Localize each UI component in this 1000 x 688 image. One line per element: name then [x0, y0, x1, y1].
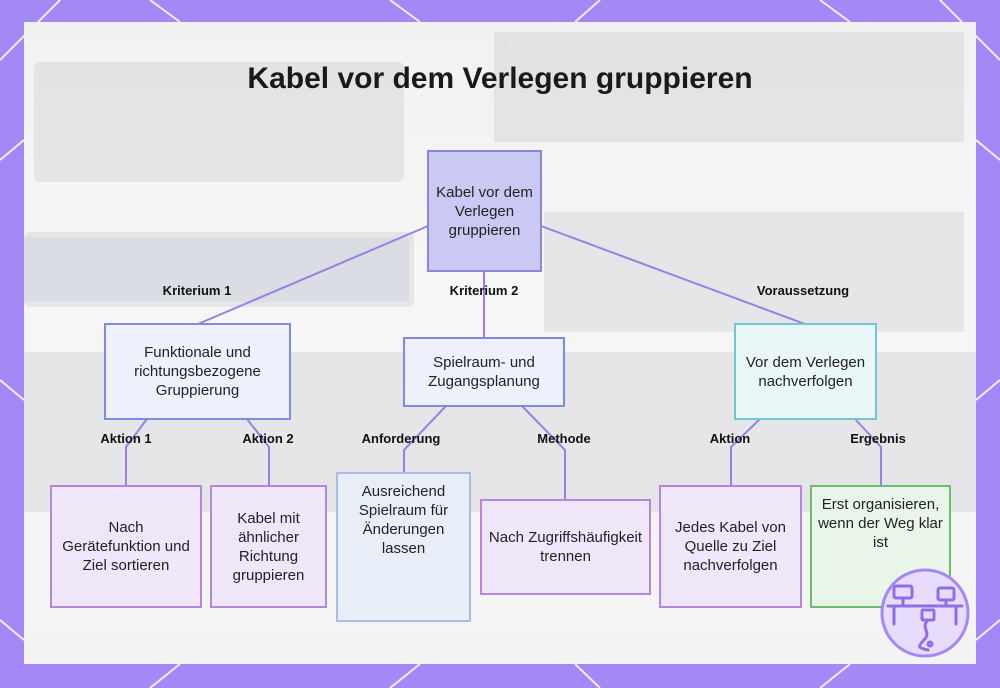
- edge-label-requirement: Anforderung: [361, 431, 441, 446]
- edge-label-action-2: Aktion 2: [242, 431, 294, 446]
- edge-label-prerequisite: Voraussetzung: [756, 283, 850, 298]
- edge-trace-each: [730, 418, 761, 486]
- edge-label-method: Methode: [537, 431, 591, 446]
- node-separate-by-access: Nach Zugriffshäufigkeit trennen: [480, 499, 651, 595]
- diagram-title: Kabel vor dem Verlegen gruppieren: [247, 62, 753, 95]
- node-space-access-planning: Spielraum- und Zugangsplanung: [403, 337, 565, 407]
- edge-label-criterion-2: Kriterium 2: [449, 283, 519, 298]
- edge-label-result: Ergebnis: [850, 431, 906, 446]
- edge-root-functional: [197, 225, 429, 325]
- edge-functional-sort: [125, 418, 148, 486]
- edge-space-access: [521, 405, 566, 500]
- node-sort-by-function: Nach Gerätefunktion und Ziel sortieren: [50, 485, 202, 608]
- node-trace-before-routing: Vor dem Verlegen nachverfolgen: [734, 323, 877, 420]
- edge-space-slack: [403, 405, 447, 473]
- edge-label-action: Aktion: [709, 431, 751, 446]
- node-root: Kabel vor dem Verlegen gruppieren: [427, 150, 542, 272]
- edge-root-trace: [540, 225, 806, 325]
- edge-label-criterion-1: Kriterium 1: [162, 283, 232, 298]
- edge-trace-organize: [854, 418, 882, 486]
- node-functional-grouping: Funktionale und richtungsbezogene Gruppi…: [104, 323, 291, 420]
- edge-functional-group: [246, 418, 270, 486]
- node-trace-each-cable: Jedes Kabel von Quelle zu Ziel nachverfo…: [659, 485, 802, 608]
- desk-workstation-icon: [880, 568, 970, 658]
- edge-label-action-1: Aktion 1: [100, 431, 152, 446]
- node-group-by-direction: Kabel mit ähnlicher Richtung gruppieren: [210, 485, 327, 608]
- node-leave-slack: Ausreichend Spielraum für Änderungen las…: [336, 472, 471, 622]
